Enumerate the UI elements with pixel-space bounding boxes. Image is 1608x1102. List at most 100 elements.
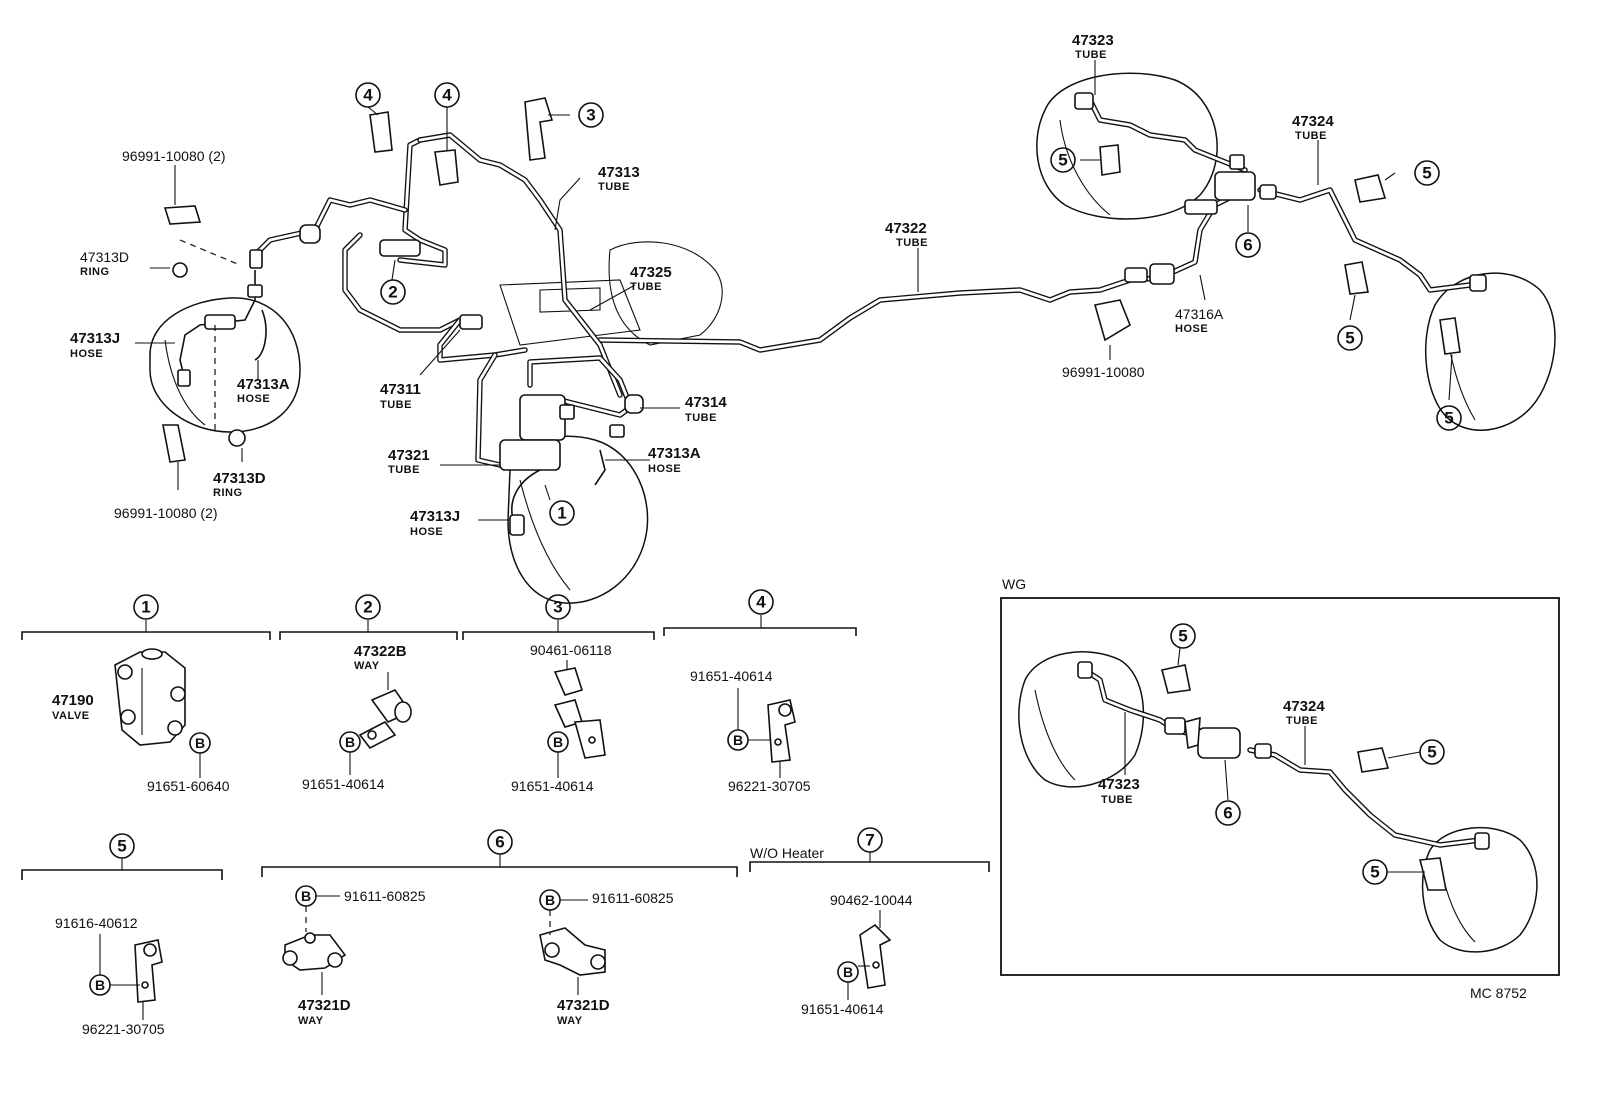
svg-text:5: 5: [1444, 409, 1453, 428]
label-47313D-bottom: 47313D: [213, 470, 266, 487]
svg-text:6: 6: [1243, 236, 1252, 255]
svg-text:WAY: WAY: [354, 660, 380, 672]
svg-text:7: 7: [865, 831, 874, 850]
bolt-marker-d4: B: [727, 729, 749, 751]
bracket-90462-drawing: [859, 923, 892, 989]
svg-text:TUBE: TUBE: [380, 399, 412, 411]
svg-text:5: 5: [1370, 863, 1379, 882]
callout-1a: 1: [549, 500, 575, 526]
way-47321D-drawing-b: [539, 927, 606, 976]
svg-text:RING: RING: [80, 266, 110, 278]
svg-text:TUBE: TUBE: [598, 181, 630, 193]
svg-text:1: 1: [141, 598, 150, 617]
bolt-marker-d7: B: [837, 961, 859, 983]
label-47323: 47323: [1072, 32, 1114, 49]
svg-text:6: 6: [495, 833, 504, 852]
svg-text:5: 5: [1422, 164, 1431, 183]
svg-text:B: B: [733, 732, 743, 748]
label-91651-60640: 91651-60640: [147, 778, 230, 794]
svg-text:5: 5: [1178, 627, 1187, 646]
inset-callout-6: 6: [1215, 800, 1241, 826]
bolt-marker-d6b: B: [539, 889, 561, 911]
label-91651-40614-d4: 91651-40614: [690, 668, 773, 684]
label-47321: 47321: [388, 447, 430, 464]
bolt-marker-d3: B: [547, 731, 569, 753]
svg-text:1: 1: [557, 504, 566, 523]
label-47313J-left: 47313J: [70, 330, 120, 347]
label-96221-30705-d4: 96221-30705: [728, 778, 811, 794]
label-47325: 47325: [630, 264, 672, 281]
svg-text:B: B: [345, 734, 355, 750]
way-47321D-drawing-a: [282, 932, 347, 971]
detail-row-1: 1 2 3 4 47190 VALVE B: [21, 589, 857, 794]
svg-text:TUBE: TUBE: [1286, 715, 1318, 727]
right-upper-brake-drum: [1036, 72, 1218, 220]
label-91611-60825-a: 91611-60825: [344, 888, 426, 904]
svg-text:5: 5: [1058, 151, 1067, 170]
svg-text:TUBE: TUBE: [1101, 794, 1133, 806]
label-47314: 47314: [685, 394, 727, 411]
callout-5c: 5: [1337, 325, 1363, 351]
inset-callout-5c: 5: [1362, 859, 1388, 885]
clamp-90461-drawing: [553, 667, 606, 759]
master-cylinder: [499, 241, 723, 346]
label-47322B: 47322B: [354, 643, 407, 660]
svg-text:HOSE: HOSE: [70, 348, 103, 360]
svg-text:RING: RING: [213, 487, 243, 499]
guide-dash-top: [179, 239, 241, 266]
left-brake-drum: [149, 297, 301, 433]
section-callout-4: 4: [748, 589, 774, 615]
section-callout-3: 3: [545, 594, 571, 620]
svg-text:2: 2: [363, 598, 372, 617]
section-callout-6: 6: [487, 829, 513, 855]
svg-text:B: B: [301, 888, 311, 904]
label-47313A-left: 47313A: [237, 376, 290, 393]
label-90462-10044: 90462-10044: [830, 892, 913, 908]
svg-text:HOSE: HOSE: [237, 393, 270, 405]
label-47321D-b: 47321D: [557, 997, 610, 1014]
svg-text:TUBE: TUBE: [1295, 130, 1327, 142]
label-47321D-a: 47321D: [298, 997, 351, 1014]
svg-text:3: 3: [586, 106, 595, 125]
svg-text:B: B: [545, 892, 555, 908]
fittings: [162, 92, 1487, 536]
svg-text:VALVE: VALVE: [52, 710, 90, 722]
label-91616-40612: 91616-40612: [55, 915, 138, 931]
label-47190: 47190: [52, 692, 94, 709]
label-47313J-mid: 47313J: [410, 508, 460, 525]
label-96991-right: 96991-10080: [1062, 364, 1145, 380]
callout-4b: 4: [434, 82, 460, 108]
label-91651-40614-d2: 91651-40614: [302, 776, 385, 792]
inset-callout-5a: 5: [1170, 623, 1196, 649]
svg-text:HOSE: HOSE: [410, 526, 443, 538]
svg-text:TUBE: TUBE: [685, 412, 717, 424]
section-callout-2: 2: [355, 594, 381, 620]
bolt-marker-d5: B: [89, 974, 111, 996]
section-callout-1: 1: [133, 594, 159, 620]
svg-text:TUBE: TUBE: [388, 464, 420, 476]
clamp-96221-drawing-d4: [767, 699, 796, 763]
svg-text:B: B: [95, 977, 105, 993]
svg-text:TUBE: TUBE: [1075, 49, 1107, 61]
inset-label-47323: 47323: [1098, 776, 1140, 793]
svg-text:HOSE: HOSE: [1175, 323, 1208, 335]
svg-text:6: 6: [1223, 804, 1232, 823]
callout-4a: 4: [355, 82, 381, 108]
svg-text:HOSE: HOSE: [648, 463, 681, 475]
label-96221-30705-d5: 96221-30705: [82, 1021, 165, 1037]
svg-text:4: 4: [756, 593, 766, 612]
svg-text:5: 5: [1345, 329, 1354, 348]
detail-row-2: 5 6 7 W/O Heater 91616-40612 B 96221-307…: [21, 827, 990, 1037]
label-47313D-top: 47313D: [80, 249, 129, 265]
svg-text:TUBE: TUBE: [630, 281, 662, 293]
inset-callout-5b: 5: [1419, 739, 1445, 765]
svg-text:B: B: [843, 964, 853, 980]
section-callout-5: 5: [109, 833, 135, 859]
svg-text:WAY: WAY: [298, 1015, 324, 1027]
section-callout-7: 7: [857, 827, 883, 853]
callout-3a: 3: [578, 102, 604, 128]
svg-text:2: 2: [388, 283, 397, 302]
svg-text:5: 5: [1427, 743, 1436, 762]
label-96991-top: 96991-10080 (2): [122, 148, 226, 164]
